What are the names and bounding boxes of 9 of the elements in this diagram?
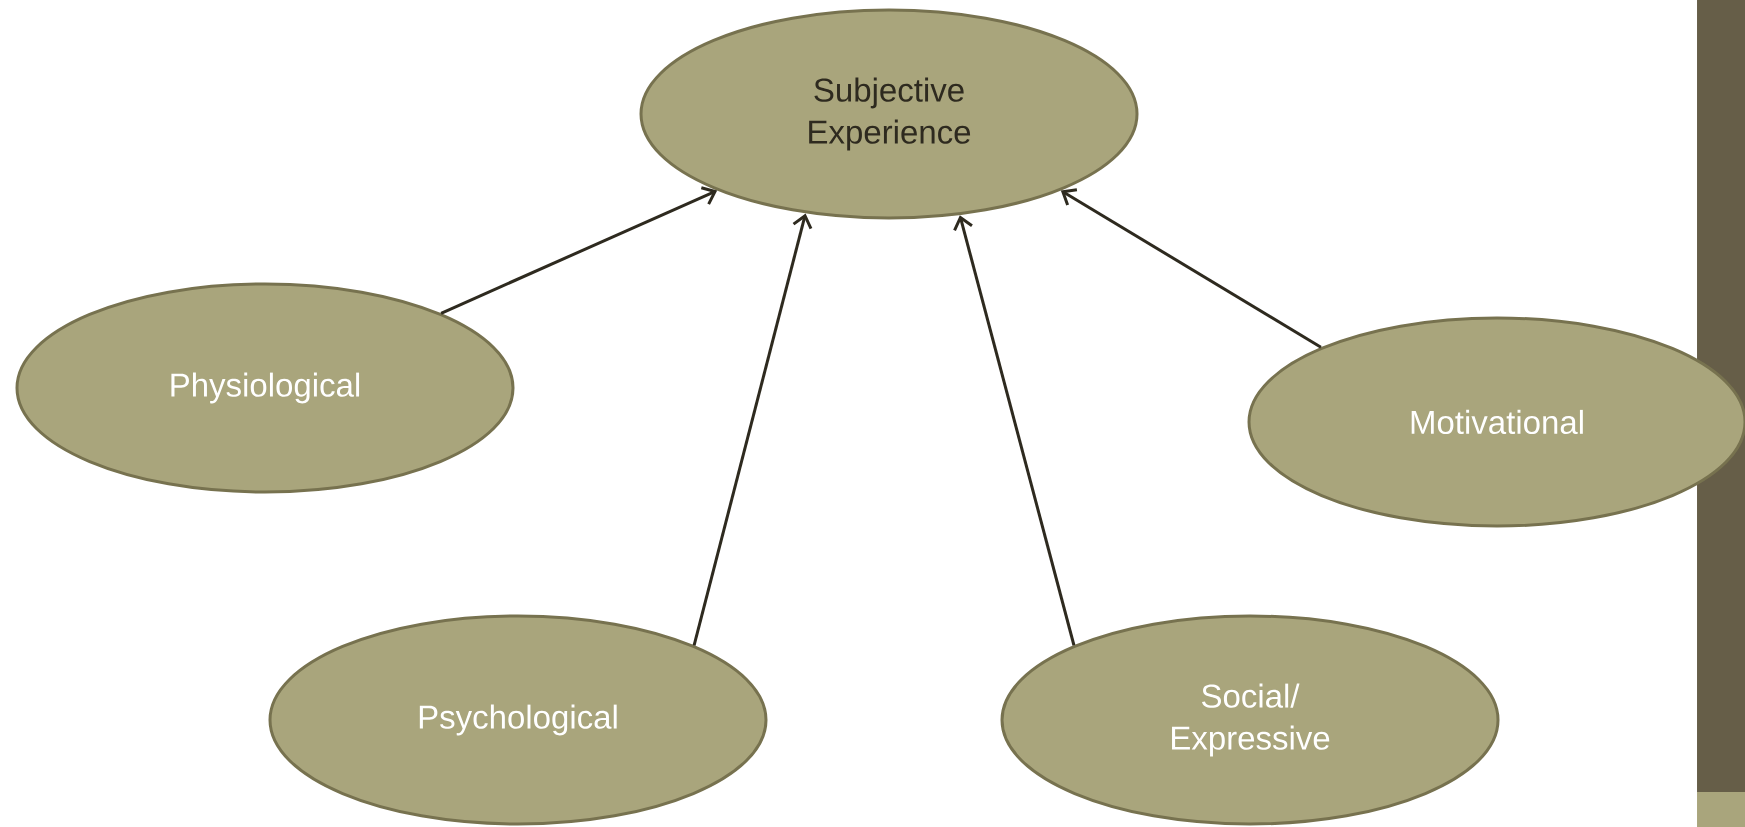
ellipse-node: Subjective Experience: [639, 8, 1139, 220]
ellipse-node: Motivational: [1247, 316, 1745, 528]
arrow: [692, 213, 813, 646]
arrow: [440, 186, 718, 315]
arrow: [1060, 188, 1322, 349]
ellipse-node: Physiological: [15, 282, 515, 494]
ellipse-node: Social/ Expressive: [1000, 614, 1500, 826]
ellipse-node: Psychological: [268, 614, 768, 826]
arrow: [953, 215, 1076, 646]
